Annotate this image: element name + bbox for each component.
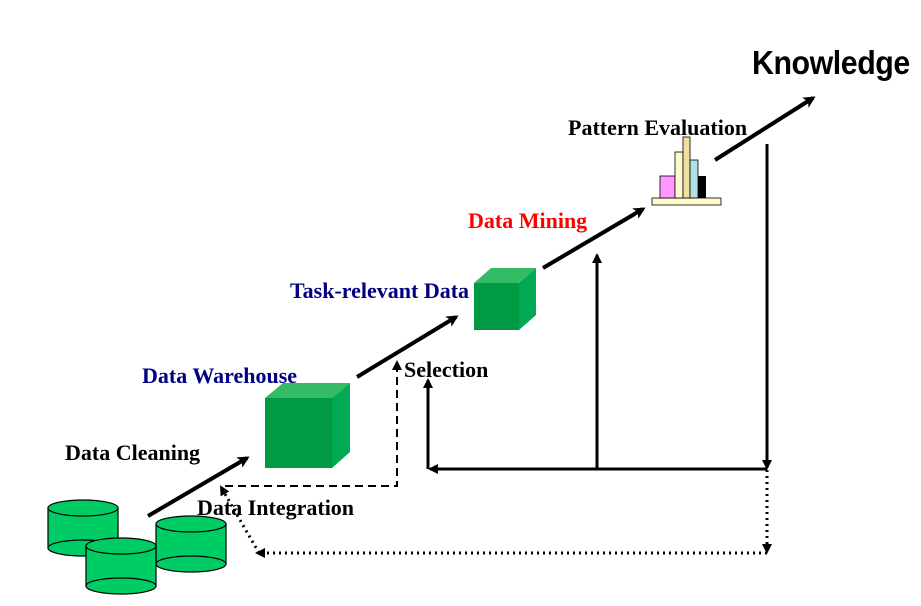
dotted-feedback-diag: [219, 485, 261, 554]
label-data-warehouse: Data Warehouse: [142, 363, 298, 388]
label-knowledge: Knowledge: [752, 44, 910, 81]
task-relevant-data-cube: [474, 268, 536, 330]
label-data-mining: Data Mining: [468, 208, 588, 233]
label-task-relevant-data: Task-relevant Data: [290, 278, 470, 303]
arrow-to-pattern: [541, 207, 646, 270]
label-pattern-evaluation: Pattern Evaluation: [568, 115, 748, 140]
pattern-chart-icon: [651, 136, 722, 206]
database-cylinder-3: [85, 537, 157, 595]
database-icon: [47, 499, 227, 595]
label-selection: Selection: [404, 357, 489, 382]
dashed-integration-path: [225, 365, 398, 487]
arrow-to-task-data: [355, 315, 459, 379]
arrow-to-warehouse: [146, 456, 250, 518]
arrow-to-knowledge: [713, 96, 816, 162]
label-data-integration: Data Integration: [197, 495, 355, 520]
database-cylinder-2: [155, 515, 227, 573]
label-data-cleaning: Data Cleaning: [65, 440, 201, 465]
data-warehouse-cube: [265, 383, 350, 468]
